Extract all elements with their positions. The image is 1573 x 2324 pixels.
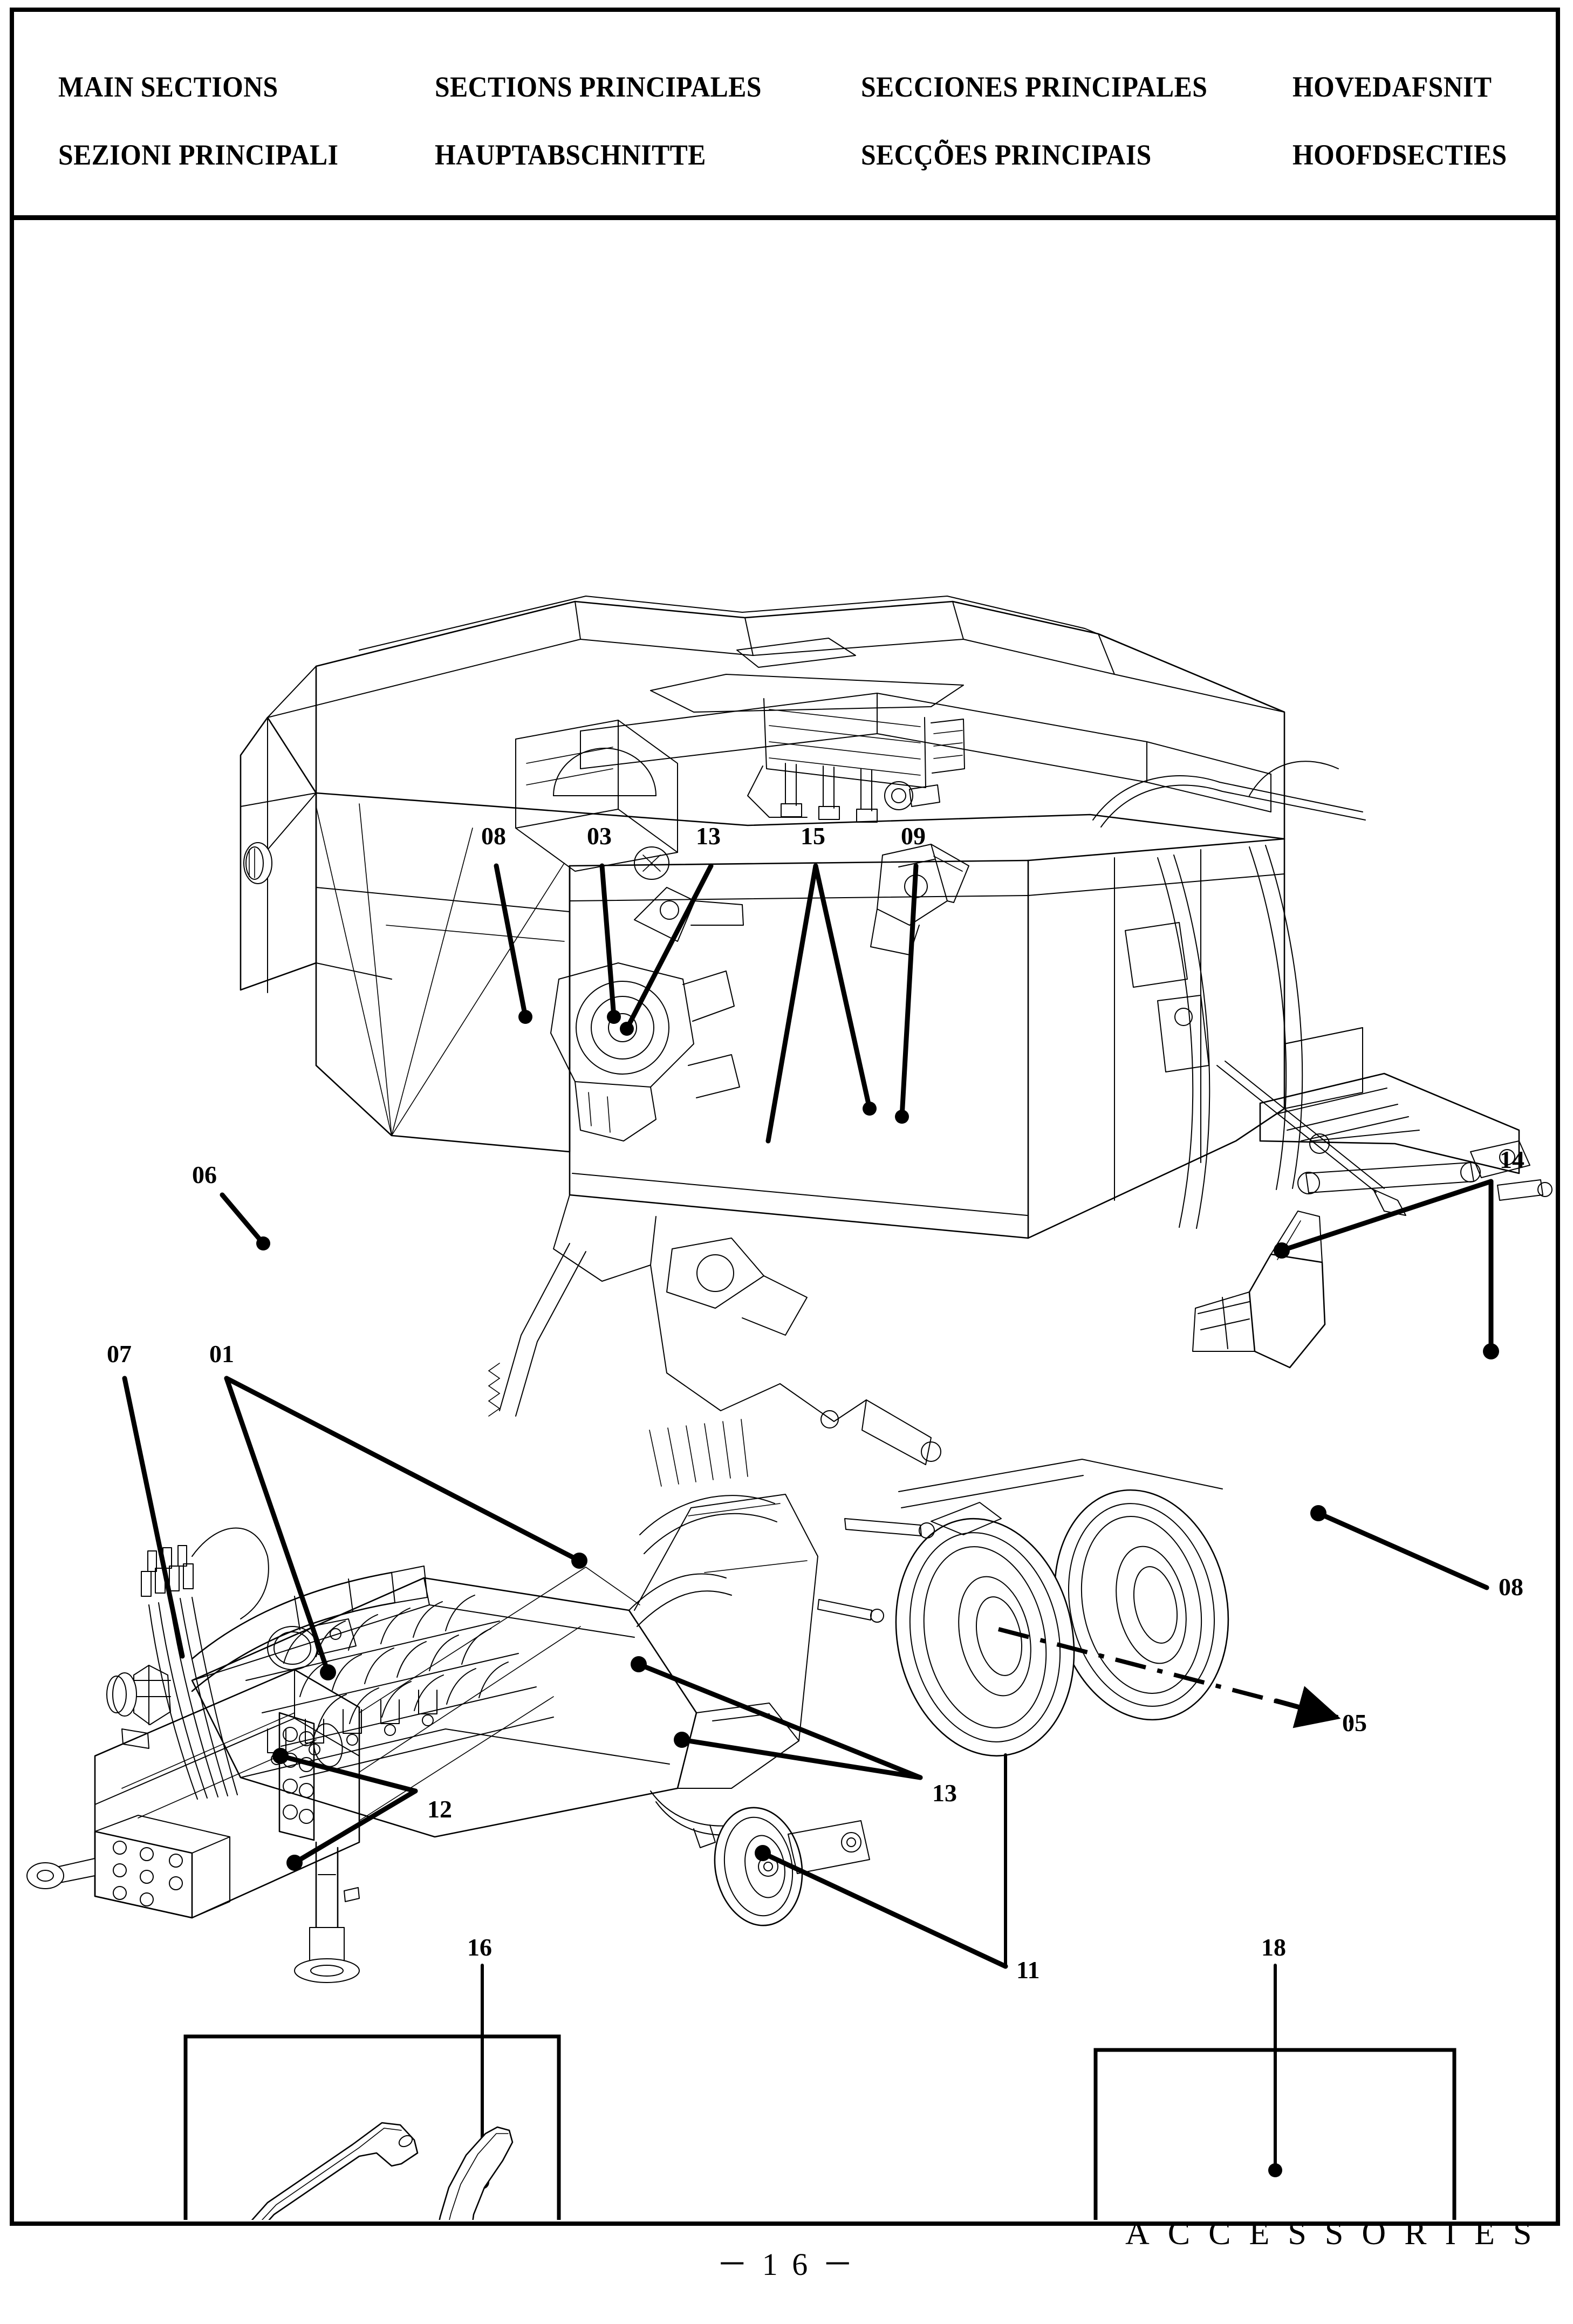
header-title-en: MAIN SECTIONS (58, 71, 278, 103)
main-gearbox (550, 887, 744, 1142)
header-title-fr: SECTIONS PRINCIPALES (435, 71, 762, 103)
header-title-pt: SECÇÕES PRINCIPAIS (861, 139, 1152, 171)
header-title-es: SECCIONES PRINCIPALES (861, 71, 1208, 103)
header-title-da: HOVEDAFSNIT (1292, 71, 1492, 103)
rear-mount-bracket (1192, 1211, 1326, 1369)
bale-chute (1092, 761, 1553, 1229)
page-footer: － 1 6 － (716, 2247, 857, 2282)
lower-linkage (488, 1194, 941, 1465)
header-title-de: HAUPTABSCHNITTE (435, 139, 706, 171)
inset-box-16 (183, 2034, 561, 2220)
hitch-drawbar (26, 1527, 640, 1983)
callout-leaders (122, 863, 1499, 2189)
inset-box-18 (1093, 2048, 1456, 2220)
twine-box (515, 720, 678, 880)
header-band: MAIN SECTIONS SECTIONS PRINCIPALES SECCI… (14, 12, 1556, 220)
header-title-it: SEZIONI PRINCIPALI (58, 139, 339, 171)
knotter-assembly (747, 698, 965, 823)
baler-body (240, 596, 1363, 1239)
exploded-diagram: .ln{fill:none;stroke:#000;stroke-width:2… (14, 224, 1556, 2220)
front-cap-knob (243, 842, 272, 884)
pickup-assembly (191, 1419, 935, 1926)
header-title-nl: HOOFDSECTIES (1292, 139, 1507, 171)
tandem-wheels (895, 1459, 1353, 1757)
